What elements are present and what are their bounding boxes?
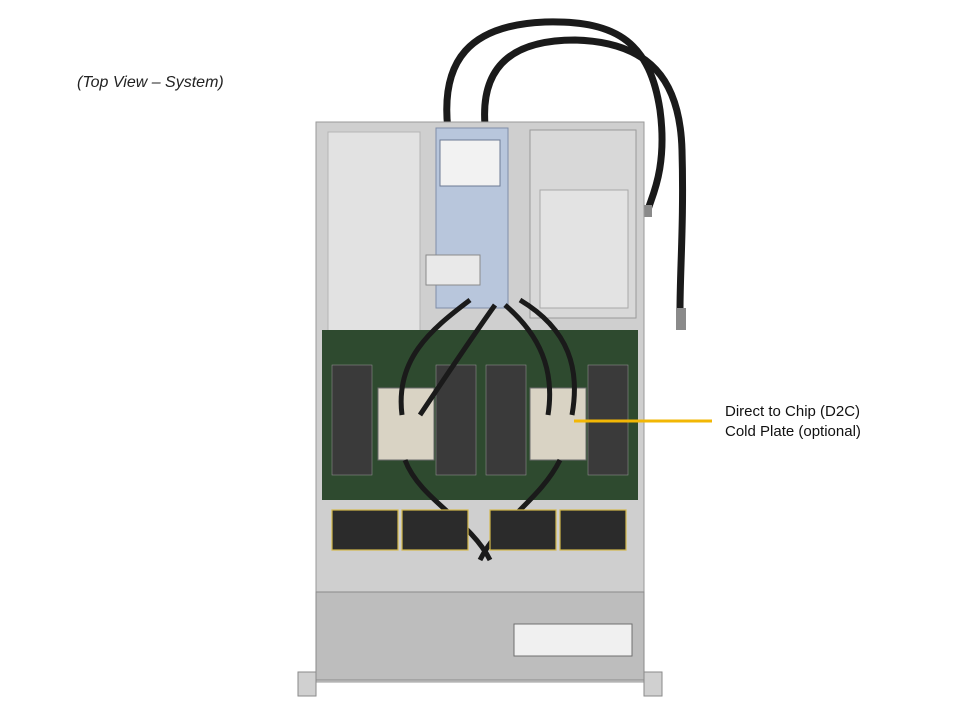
- service-label: [513, 623, 633, 657]
- callout-line-2: Cold Plate (optional): [725, 423, 861, 440]
- internal-tubes: [398, 297, 577, 562]
- fan-row: [331, 509, 627, 551]
- tube-connector-upper: [644, 205, 652, 217]
- dimm-banks: [331, 364, 629, 476]
- rack-ear-left: [297, 671, 317, 697]
- drive-cage-bracket: [539, 189, 629, 309]
- rack-ear-right: [643, 671, 663, 697]
- callout-line-1: Direct to Chip (D2C): [725, 403, 861, 420]
- cold-plate-right: [529, 387, 587, 461]
- left-bay: [327, 131, 421, 333]
- cooling-tubes: [443, 18, 687, 314]
- riser-label-2: [425, 254, 481, 286]
- tube-connector: [676, 308, 686, 330]
- cold-plate-left: [377, 387, 435, 461]
- d2c-callout: Direct to Chip (D2C) Cold Plate (optiona…: [725, 402, 861, 442]
- view-title: (Top View – System): [77, 74, 224, 91]
- riser-label: [439, 139, 501, 187]
